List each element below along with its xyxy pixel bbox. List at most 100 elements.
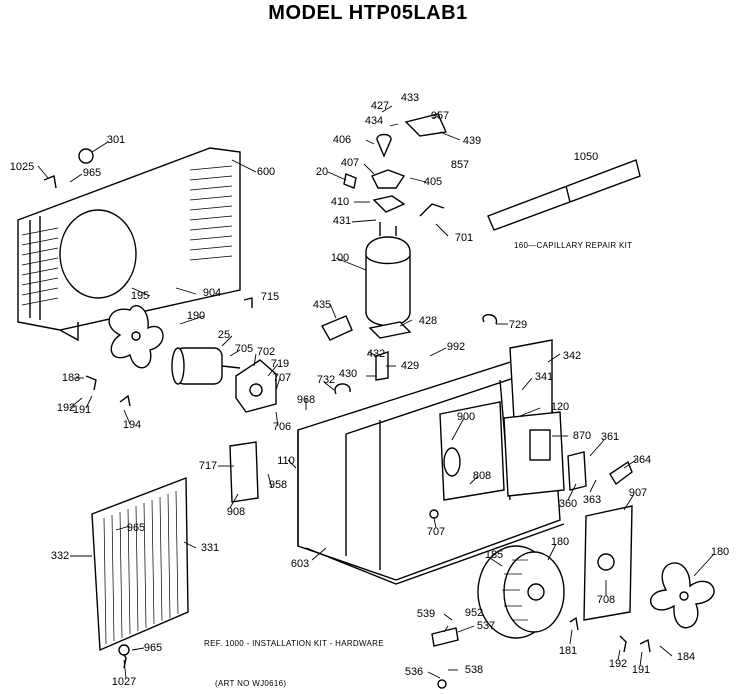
part-label: 870 [572,430,592,442]
part-label: 965 [82,167,102,179]
part-label: 195 [130,290,150,302]
part-label: 194 [122,419,142,431]
part-label: 428 [418,315,438,327]
cabinet-front-grille [17,147,241,342]
tube-729 [482,314,498,325]
part-label: 434 [364,115,384,127]
part-label: 904 [202,287,222,299]
part-label: 185 [484,549,504,561]
part-label: 715 [260,291,280,303]
part-label: 908 [226,506,246,518]
part-label: 705 [234,343,254,355]
evaporator-housing [439,401,505,501]
tube-732 [334,383,351,395]
fan-mounting-plate [583,505,633,621]
part-label: 180 [710,546,730,558]
part-label: 25 [217,329,231,341]
part-label: 965 [126,522,146,534]
part-label: 701 [454,232,474,244]
part-label: 907 [628,487,648,499]
leader-lines [37,105,715,679]
part-label: 432 [366,348,386,360]
compressor-terminal-cover [371,133,406,213]
capillary-tube [487,159,641,231]
part-label: 732 [316,374,336,386]
fan-motor [171,347,241,385]
blower-fan-blade [108,305,164,369]
part-label: 1050 [573,151,599,163]
part-label: 536 [404,666,424,678]
small-hardware [43,148,651,689]
part-label: 958 [268,479,288,491]
installation-kit-note: REF. 1000 - INSTALLATION KIT - HARDWARE [204,639,384,648]
part-label: 1027 [111,676,137,688]
part-label: 729 [508,319,528,331]
part-label: 965 [143,642,163,654]
part-label: 707 [426,526,446,538]
page-title: MODEL HTP05LAB1 [268,2,468,24]
part-label: 427 [370,100,390,112]
part-label: 183 [61,372,81,384]
condenser-blower-wheel [477,545,565,639]
mounting-pad [320,315,353,341]
part-label: 120 [550,401,570,413]
part-label: 100 [330,252,350,264]
part-label: 181 [558,645,578,657]
part-label: 537 [476,620,496,632]
part-label: 331 [200,542,220,554]
part-label: 702 [256,346,276,358]
part-label: 192 [608,658,628,670]
condenser-shroud [503,411,565,497]
part-label: 1025 [9,161,35,173]
part-label: 431 [332,215,352,227]
part-label: 363 [582,494,602,506]
part-label: 410 [330,196,350,208]
part-label: 190 [186,310,206,322]
part-label: 429 [400,360,420,372]
part-label: 110 [277,455,295,467]
part-label: 433 [400,92,420,104]
part-label: 900 [456,411,476,423]
part-label: 407 [340,157,360,169]
overload-bracket [404,113,448,137]
capillary-repair-note: 160—CAPILLARY REPAIR KIT [514,241,633,250]
part-label: 538 [464,664,484,676]
part-label: 364 [632,454,652,466]
part-label: 857 [450,159,470,171]
part-label: 708 [596,594,616,606]
part-label: 430 [338,368,358,380]
part-label: 341 [534,371,554,383]
part-label: 191 [631,664,651,676]
part-label: 405 [423,176,443,188]
part-label: 717 [198,460,218,472]
part-label: 992 [446,341,466,353]
motor-bracket [235,359,277,413]
part-label: 406 [332,134,352,146]
part-label: 342 [562,350,582,362]
part-label: 539 [416,608,436,620]
compressor [365,222,411,327]
part-label: 600 [256,166,276,178]
part-label: 707 [272,372,292,384]
part-label: 719 [270,358,290,370]
condenser-fan-blade [649,562,715,629]
part-label: 706 [272,421,292,433]
condenser-coil [91,476,189,652]
part-label: 957 [430,110,450,122]
part-label: 361 [600,431,620,443]
art-number-note: (ART NO WJ0616) [215,679,287,688]
part-label: 20 [315,166,329,178]
part-label: 192 [56,402,76,414]
part-label: 808 [472,470,492,482]
part-label: 435 [312,299,332,311]
part-label: 952 [464,607,484,619]
part-label: 968 [296,394,316,406]
part-label: 360 [558,498,578,510]
part-label: 180 [550,536,570,548]
part-label: 603 [290,558,310,570]
grommet-429 [375,351,389,381]
part-label: 332 [50,550,70,562]
part-label: 191 [72,404,92,416]
